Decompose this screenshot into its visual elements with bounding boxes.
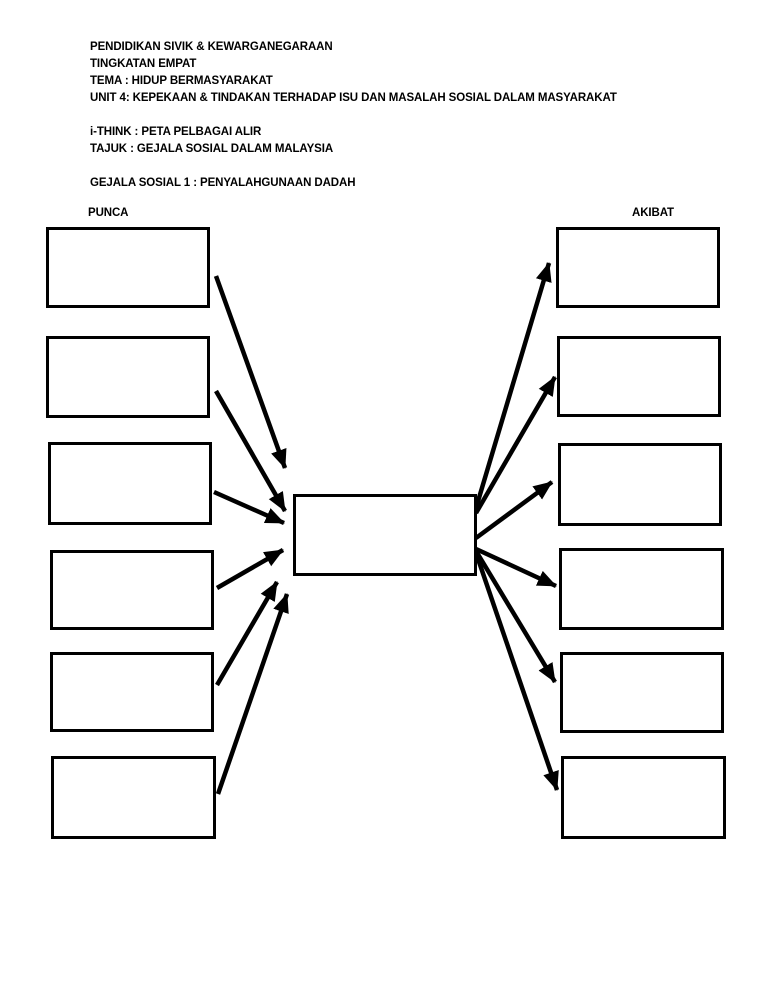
akibat-box-3 (558, 443, 722, 526)
header-line-topic: GEJALA SOSIAL 1 : PENYALAHGUNAAN DADAH (90, 177, 356, 189)
arrow-center-to-akibat-2 (474, 375, 557, 515)
header-line-form: TINGKATAN EMPAT (90, 58, 197, 70)
arrow-punca-2-to-center (214, 389, 287, 513)
akibat-column-label: AKIBAT (632, 207, 674, 219)
arrow-center-to-akibat-6 (473, 552, 560, 791)
header-line-subject: PENDIDIKAN SIVIK & KEWARGANEGARAAN (90, 41, 333, 53)
arrow-punca-4-to-center (215, 548, 285, 590)
header-line-ithink: i-THINK : PETA PELBAGAI ALIR (90, 126, 262, 138)
arrow-center-to-akibat-5 (474, 549, 557, 684)
punca-box-4 (50, 550, 214, 630)
header-line-theme: TEMA : HIDUP BERMASYARAKAT (90, 75, 273, 87)
header-line-tajuk: TAJUK : GEJALA SOSIAL DALAM MALAYSIA (90, 143, 334, 155)
arrow-punca-3-to-center (213, 489, 285, 526)
punca-box-6 (51, 756, 216, 839)
arrow-center-to-akibat-4 (475, 546, 557, 589)
header-line-unit: UNIT 4: KEPEKAAN & TINDAKAN TERHADAP ISU… (90, 92, 617, 104)
akibat-box-1 (556, 227, 720, 308)
akibat-box-2 (557, 336, 721, 417)
arrow-punca-6-to-center (215, 593, 290, 795)
akibat-box-5 (560, 652, 724, 733)
document-header: PENDIDIKAN SIVIK & KEWARGANEGARAAN TINGK… (90, 39, 617, 192)
arrow-center-to-akibat-3 (474, 480, 554, 540)
punca-box-3 (48, 442, 212, 525)
akibat-box-4 (559, 548, 724, 630)
arrow-center-to-akibat-1 (473, 262, 552, 509)
arrow-punca-5-to-center (215, 580, 279, 687)
punca-box-2 (46, 336, 210, 418)
center-topic-box (293, 494, 477, 576)
punca-column-label: PUNCA (88, 207, 129, 219)
arrow-punca-1-to-center (213, 275, 288, 469)
akibat-box-6 (561, 756, 726, 839)
punca-box-1 (46, 227, 210, 308)
punca-box-5 (50, 652, 214, 732)
